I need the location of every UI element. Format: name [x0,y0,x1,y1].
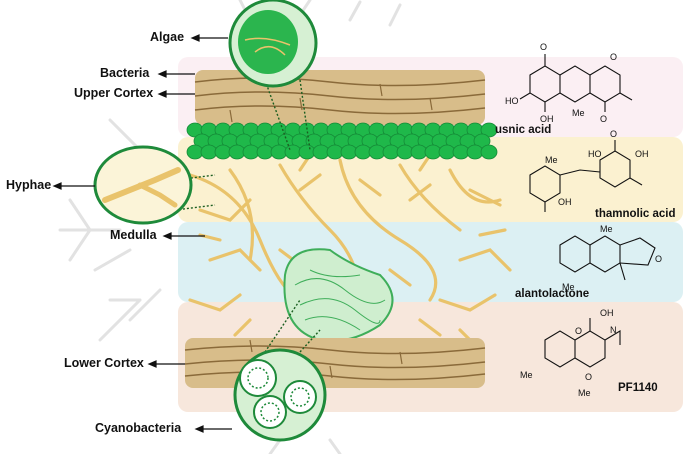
atom-o: O [610,129,617,139]
label-algae: Algae [150,30,184,44]
label-hyphae: Hyphae [6,178,51,192]
compound-usnic-acid: usnic acid [495,124,551,136]
cyanobacteria-zoom-circle [235,350,325,440]
atom-n: N [610,325,617,335]
atom-ho: HO [588,149,602,159]
atom-o: O [610,52,617,62]
atom-oh: OH [600,308,614,318]
atom-me: Me [572,108,585,118]
lower-cortex [185,338,485,388]
atom-oh: OH [635,149,649,159]
label-lower-cortex: Lower Cortex [64,356,144,370]
label-cyanobacteria: Cyanobacteria [95,421,181,435]
compound-alantolactone: alantolactone [515,288,589,300]
upper-cortex [195,70,485,125]
compound-pf1140: PF1140 [618,382,658,394]
label-bacteria: Bacteria [100,66,149,80]
atom-o: O [575,326,582,336]
atom-oh: OH [558,197,572,207]
atom-o: O [655,254,662,264]
atom-me: Me [600,224,613,234]
hyphae-zoom-circle [95,147,191,223]
atom-o: O [585,372,592,382]
atom-me: Me [578,388,591,398]
algal-cell [481,145,497,159]
atom-o: O [600,114,607,124]
atom-me: Me [520,370,533,380]
algae-zoom-circle [230,0,316,86]
label-upper-cortex: Upper Cortex [74,86,153,100]
algal-layer [187,123,497,159]
atom-me: Me [545,155,558,165]
label-medulla: Medulla [110,228,157,242]
atom-ho: HO [505,96,519,106]
compound-thamnolic-acid: thamnolic acid [595,208,676,220]
atom-o: O [540,42,547,52]
atom-oh: OH [540,114,554,124]
